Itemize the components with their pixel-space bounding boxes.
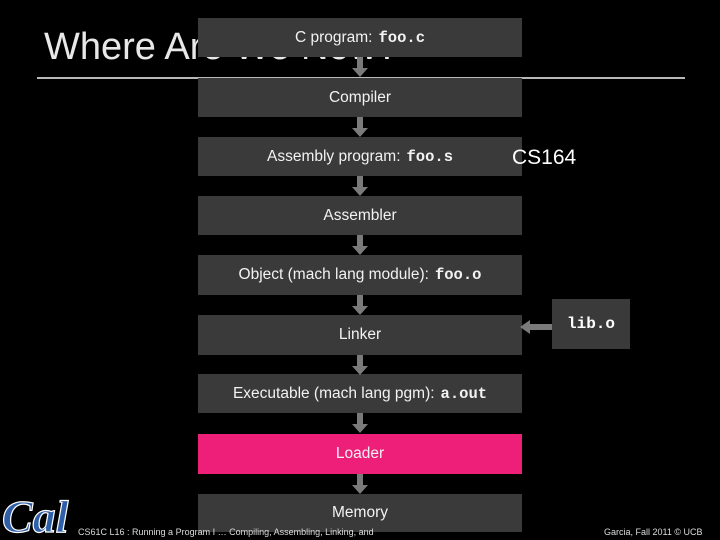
flow-box-label: C program: [294, 28, 373, 46]
flow-box-label: Memory [332, 504, 388, 521]
flow-box-assembly-program: Assembly program: foo.s [198, 137, 522, 176]
flow-box-code: foo.c [378, 28, 426, 47]
down-arrow-icon [352, 295, 368, 315]
flow-box-label: Loader [335, 445, 385, 462]
flow-box-label: Compiler [328, 88, 391, 106]
down-arrow-icon [352, 57, 368, 77]
flow-box-label: Assembler [323, 206, 397, 224]
footer-credit-text: Garcia, Fall 2011 © UCB [604, 527, 703, 537]
flow-box-linker: Linker [198, 315, 522, 355]
flow-box-c-program: C program: foo.c [198, 18, 522, 57]
left-arrow-icon [520, 320, 554, 334]
flow-box-code: a.out [440, 384, 488, 403]
flow-box-assembler: Assembler [198, 196, 522, 235]
down-arrow-icon [352, 176, 368, 196]
down-arrow-icon [352, 117, 368, 137]
flow-box-code: foo.s [406, 147, 454, 166]
cs164-label: CS164 [512, 146, 577, 169]
flow-box-memory: Memory [198, 494, 522, 532]
down-arrow-icon [352, 235, 368, 255]
flow-box-compiler: Compiler [198, 78, 522, 117]
flow-box-label: Object (mach lang module): [238, 266, 429, 283]
flow-box-code: foo.o [434, 266, 482, 284]
flow-box-label: Assembly program: [266, 147, 401, 165]
down-arrow-icon [352, 355, 368, 375]
flow-box-loader: Loader [198, 434, 522, 474]
lib-o-box: lib.o [552, 299, 630, 349]
down-arrow-icon [352, 413, 368, 433]
flow-box-executable: Executable (mach lang pgm): a.out [198, 374, 522, 413]
lib-o-label: lib.o [566, 315, 615, 333]
flow-box-label: Linker [338, 326, 382, 343]
flow-box-label: Executable (mach lang pgm): [232, 384, 435, 402]
cal-logo-icon: Cal [1, 490, 69, 540]
cal-logo-text: Cal [2, 491, 69, 540]
flow-box-object: Object (mach lang module): foo.o [198, 255, 522, 295]
down-arrow-icon [352, 474, 368, 494]
footer-course-text: CS61C L16 : Running a Program I … Compil… [78, 527, 374, 537]
